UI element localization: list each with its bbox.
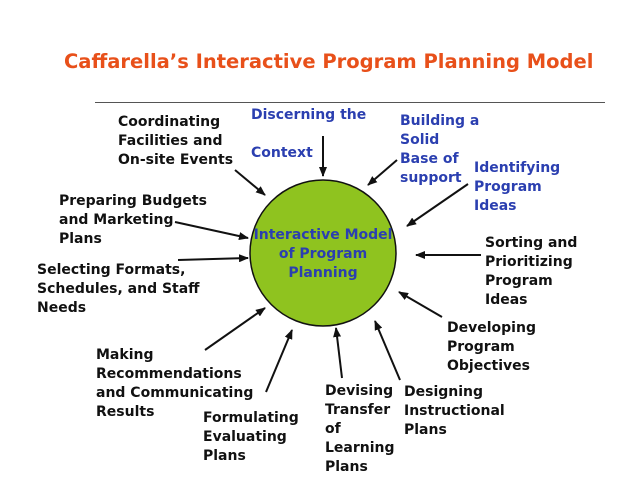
arrow-formulating bbox=[265, 329, 293, 393]
arrow-preparing bbox=[174, 221, 249, 240]
component-devising-transfer-plans: Devising Transfer of Learning Plans bbox=[325, 383, 395, 475]
arrow-making bbox=[204, 307, 266, 351]
arrow-selecting bbox=[177, 254, 249, 263]
component-formulating-evaluating-plans: Formulating Evaluating Plans bbox=[203, 410, 299, 464]
diagram-title: Caffarella’s Interactive Program Plannin… bbox=[64, 50, 594, 73]
title-divider bbox=[95, 102, 605, 103]
component-discerning-the-context: Discerning the Context bbox=[251, 107, 367, 161]
component-making-recommendations: Making Recommendations and Communicating… bbox=[96, 347, 254, 420]
arrow-designing bbox=[374, 320, 401, 381]
arrow-devising bbox=[333, 327, 343, 379]
arrow-building bbox=[367, 159, 398, 186]
hub-circle bbox=[249, 179, 397, 327]
hub-label: Interactive Model of Program Planning bbox=[253, 227, 393, 281]
arrow-developing bbox=[398, 291, 443, 318]
component-building-base-of-support: Building a Solid Base of support bbox=[400, 113, 480, 186]
component-selecting-formats: Selecting Formats, Schedules, and Staff … bbox=[37, 262, 200, 316]
component-developing-objectives: Developing Program Objectives bbox=[447, 320, 536, 374]
arrow-identifying bbox=[406, 183, 469, 227]
component-preparing-budgets: Preparing Budgets and Marketing Plans bbox=[59, 193, 207, 247]
component-sorting-and-prioritizing: Sorting and Prioritizing Program Ideas bbox=[485, 235, 578, 308]
component-designing-instructional-plans: Designing Instructional Plans bbox=[404, 384, 505, 438]
component-coordinating-facilities: Coordinating Facilities and On-site Even… bbox=[118, 114, 234, 168]
component-identifying-program-ideas: Identifying Program Ideas bbox=[474, 160, 561, 214]
arrow-coordinating bbox=[234, 169, 266, 196]
